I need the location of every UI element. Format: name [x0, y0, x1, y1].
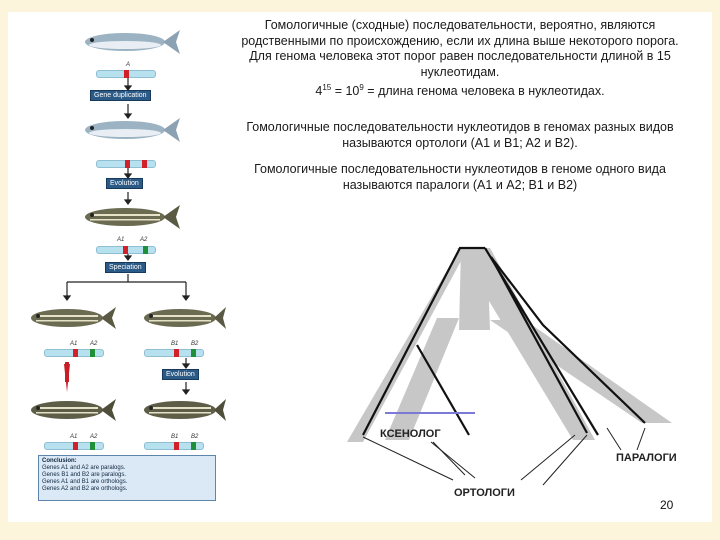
conclusion-box: Conclusion: Genes A1 and A2 are paralogs… [38, 455, 216, 501]
p2-line-2: называются ортологи (A1 и B1; A2 и B2). [342, 135, 578, 150]
p3-line-2: называются паралоги (A1 и A2; B1 и B2) [342, 177, 578, 192]
step-evolution-2: Evolution [162, 369, 199, 380]
formula-mid: = 10 [331, 84, 360, 99]
gene-left2-a2 [90, 442, 95, 450]
fish-3-icon [85, 205, 180, 229]
fish-5-icon [144, 307, 226, 329]
label-xenolog: КСЕНОЛОГ [380, 428, 441, 440]
chromosome-right [144, 349, 204, 357]
conclusion-line-2: Genes B1 and B2 are paralogs. [42, 472, 127, 478]
p1-line-3: Для генома человека этот порог равен пос… [249, 49, 671, 63]
conclusion-line-1: Genes A1 and A2 are paralogs. [42, 465, 126, 471]
chromosome-1 [96, 70, 156, 78]
chromosome-2 [96, 160, 156, 168]
p2-line-1: Гомологичные последовательности нуклеоти… [246, 120, 674, 134]
formula-exponent-15: 15 [322, 83, 332, 92]
gene-a [124, 70, 129, 78]
label-left2-a1: A1 [70, 434, 78, 440]
gene-left-a2 [90, 349, 95, 357]
label-right2-b1: B1 [171, 434, 179, 440]
conclusion-title: Conclusion: [42, 458, 77, 464]
formula-tail: = длина генома человека в нуклеотидах. [363, 84, 605, 99]
label-right-b1: B1 [171, 341, 179, 347]
fish-4-icon [31, 307, 116, 329]
label-row3-a1: A1 [117, 237, 125, 243]
gene-left2-a1 [73, 442, 78, 450]
page-number: 20 [660, 498, 674, 512]
gene-evolution-diagram [31, 30, 226, 421]
label-orthologs: ОРТОЛОГИ [454, 487, 515, 499]
fish-6-icon [31, 399, 116, 421]
gene-a2 [143, 246, 148, 254]
gene-left-a1 [73, 349, 78, 357]
chromosome-right-2 [144, 442, 204, 450]
label-row3-a2: A2 [140, 237, 148, 243]
gene-right-b2 [191, 349, 196, 357]
p1-line-4: нуклеотидам. [420, 64, 500, 79]
chromosome-left-2 [44, 442, 104, 450]
label-right2-b2: B2 [191, 434, 199, 440]
paragraph-orthologs: Гомологичные последовательности нуклеоти… [210, 120, 710, 151]
fish-1-icon [85, 30, 180, 54]
p3-line-1: Гомологичные последовательности нуклеоти… [254, 162, 666, 176]
chromosome-left [44, 349, 104, 357]
step-evolution: Evolution [106, 178, 143, 189]
label-left2-a2: A2 [90, 434, 98, 440]
formula-line: 415 = 109 = длина генома человека в нукл… [210, 80, 710, 100]
gene-right-b1 [174, 349, 179, 357]
gene-right2-b2 [191, 442, 196, 450]
p1-line-1: Гомологичные (сходные) последовательност… [264, 18, 656, 32]
gene-a2-dup [142, 160, 147, 168]
conclusion-line-3: Genes A1 and B1 are orthologs. [42, 479, 128, 485]
label-a: A [126, 62, 131, 68]
formula-base: 4 [315, 84, 323, 99]
label-right-b2: B2 [191, 341, 199, 347]
chromosome-3 [96, 246, 156, 254]
step-speciation: Speciation [105, 262, 146, 273]
paragraph-paralogs: Гомологичные последовательности нуклеоти… [210, 162, 710, 193]
gene-a1 [123, 246, 128, 254]
fish-2-icon [85, 118, 180, 142]
label-left-a2: A2 [90, 341, 98, 347]
fish-7-icon [144, 399, 226, 421]
gene-a1-dup [125, 160, 130, 168]
gene-tree-diagram [347, 246, 672, 486]
step-gene-duplication: Gene duplication [90, 90, 151, 101]
conclusion-line-4: Genes A2 and B2 are orthologs. [42, 486, 128, 492]
formula-exponent-9: 9 [359, 83, 364, 92]
p1-line-2: родственными по происхождению, если их д… [241, 33, 679, 48]
gene-right2-b1 [174, 442, 179, 450]
paragraph-homology-threshold: Гомологичные (сходные) последовательност… [210, 18, 710, 100]
label-left-a1: A1 [70, 341, 78, 347]
label-paralogs: ПАРАЛОГИ [616, 452, 677, 464]
